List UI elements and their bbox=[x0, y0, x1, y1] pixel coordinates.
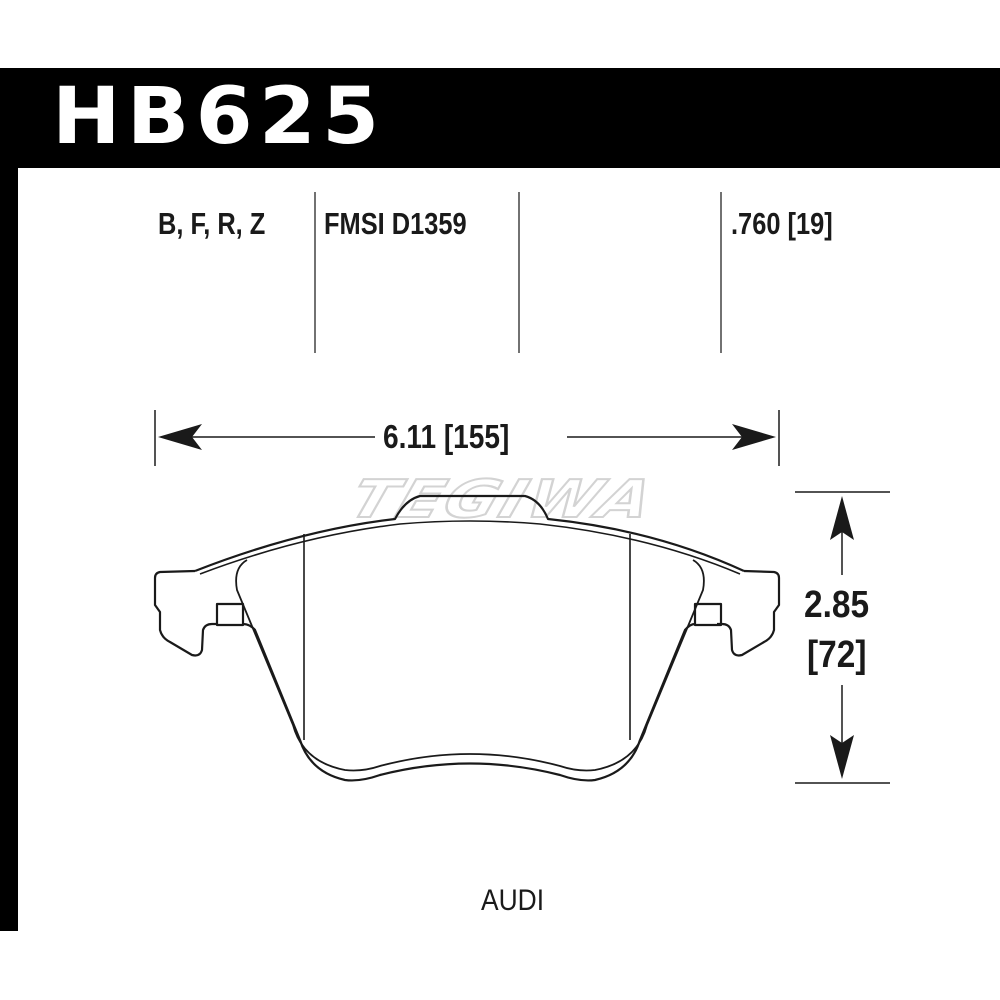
width-dimension-label: 6.11 [155] bbox=[383, 418, 510, 455]
height-dimension-inches: 2.85 bbox=[804, 584, 870, 626]
pad-outline bbox=[153, 494, 781, 782]
compound-codes: B, F, R, Z bbox=[158, 206, 266, 241]
height-dimension-line bbox=[795, 491, 890, 784]
fmsi-number: FMSI D1359 bbox=[324, 206, 467, 241]
pad-thickness: .760 [19] bbox=[731, 206, 833, 241]
vehicle-make-label: AUDI bbox=[481, 884, 545, 917]
spec-divider-lines bbox=[314, 192, 722, 353]
left-frame-bar bbox=[0, 68, 18, 931]
height-dimension-mm: [72] bbox=[807, 634, 867, 676]
header-bar bbox=[0, 68, 1000, 168]
width-dimension-line bbox=[154, 410, 780, 466]
part-number-title: HB625 bbox=[52, 72, 386, 162]
